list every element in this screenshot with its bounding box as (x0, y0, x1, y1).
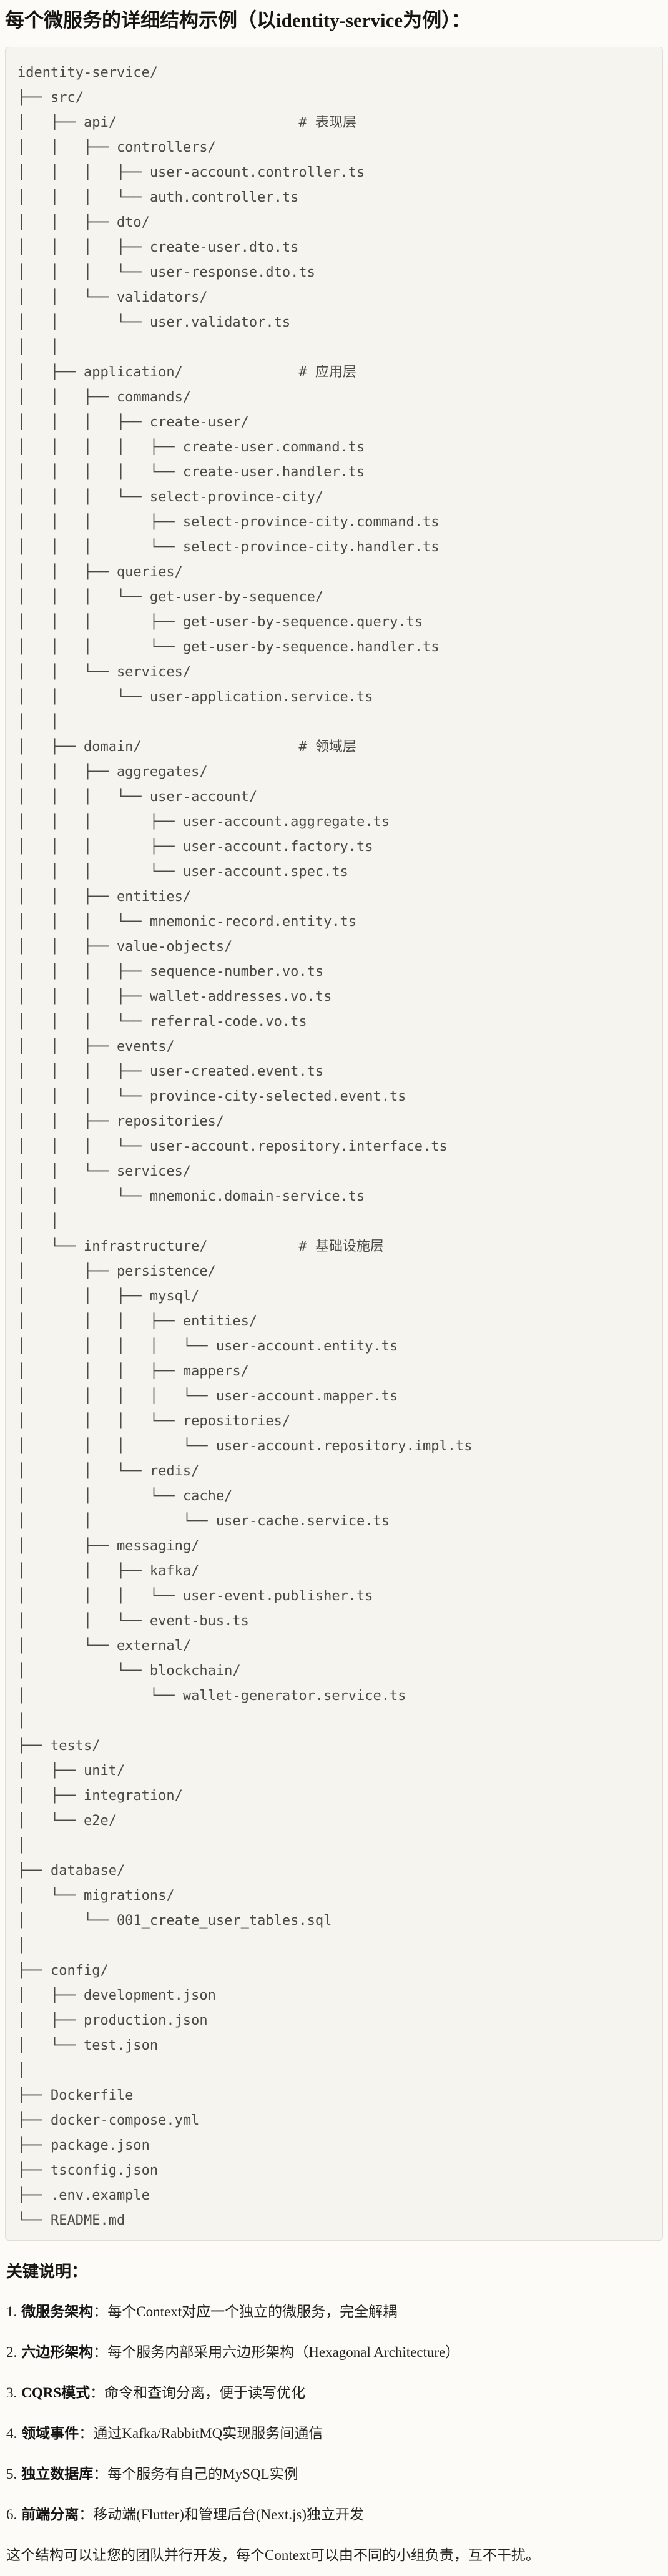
note-term: 微服务架构 (21, 2304, 94, 2319)
closing-paragraph: 这个结构可以让您的团队并行开发，每个Context可以由不同的小组负责，互不干扰… (6, 2547, 540, 2563)
note-number: 5. (6, 2466, 17, 2482)
note-term: 领域事件 (21, 2426, 79, 2441)
note-term: CQRS模式 (21, 2385, 91, 2401)
note-item-cqrs: 3.CQRS模式：命令和查询分离，便于读写优化 (6, 2382, 663, 2404)
note-number: 3. (6, 2385, 17, 2401)
note-item-microservices: 1. 微服务架构：每个Context对应一个独立的微服务，完全解耦 (6, 2301, 663, 2323)
notes-heading: 关键说明： (6, 2263, 88, 2281)
notes-section: 关键说明： 1. 微服务架构：每个Context对应一个独立的微服务，完全解耦 2… (5, 2261, 663, 2566)
note-item-hexagonal: 2.六边形架构：每个服务内部采用六边形架构（Hexagonal Architec… (6, 2342, 663, 2363)
note-description: ：每个Context对应一个独立的微服务，完全解耦 (93, 2304, 398, 2319)
note-term: 独立数据库 (21, 2466, 94, 2482)
note-term: 六边形架构 (21, 2344, 94, 2360)
directory-tree-block: identity-service/ ├── src/ │ ├── api/ # … (5, 47, 663, 2241)
note-item-frontend-separation: 6. 前端分离：移动端(Flutter)和管理后台(Next.js)独立开发 (6, 2504, 663, 2525)
note-description: ：移动端(Flutter)和管理后台(Next.js)独立开发 (79, 2507, 365, 2522)
page-title: 每个微服务的详细结构示例（以identity-service为例）： (5, 9, 471, 31)
note-number: 2. (6, 2344, 17, 2360)
note-item-independent-db: 5.独立数据库：每个服务有自己的MySQL实例 (6, 2464, 663, 2485)
directory-tree: identity-service/ ├── src/ │ ├── api/ # … (17, 65, 473, 2228)
note-number: 1. (6, 2304, 17, 2319)
note-number: 6. (6, 2507, 17, 2522)
note-number: 4. (6, 2426, 17, 2441)
note-description: ：每个服务内部采用六边形架构（Hexagonal Architecture） (93, 2344, 460, 2360)
note-description: ：每个服务有自己的MySQL实例 (93, 2466, 298, 2482)
note-item-domain-events: 4. 领域事件：通过Kafka/RabbitMQ实现服务间通信 (6, 2423, 663, 2444)
note-description: ：命令和查询分离，便于读写优化 (90, 2385, 306, 2401)
note-term: 前端分离 (21, 2507, 79, 2522)
note-description: ：通过Kafka/RabbitMQ实现服务间通信 (79, 2426, 323, 2441)
